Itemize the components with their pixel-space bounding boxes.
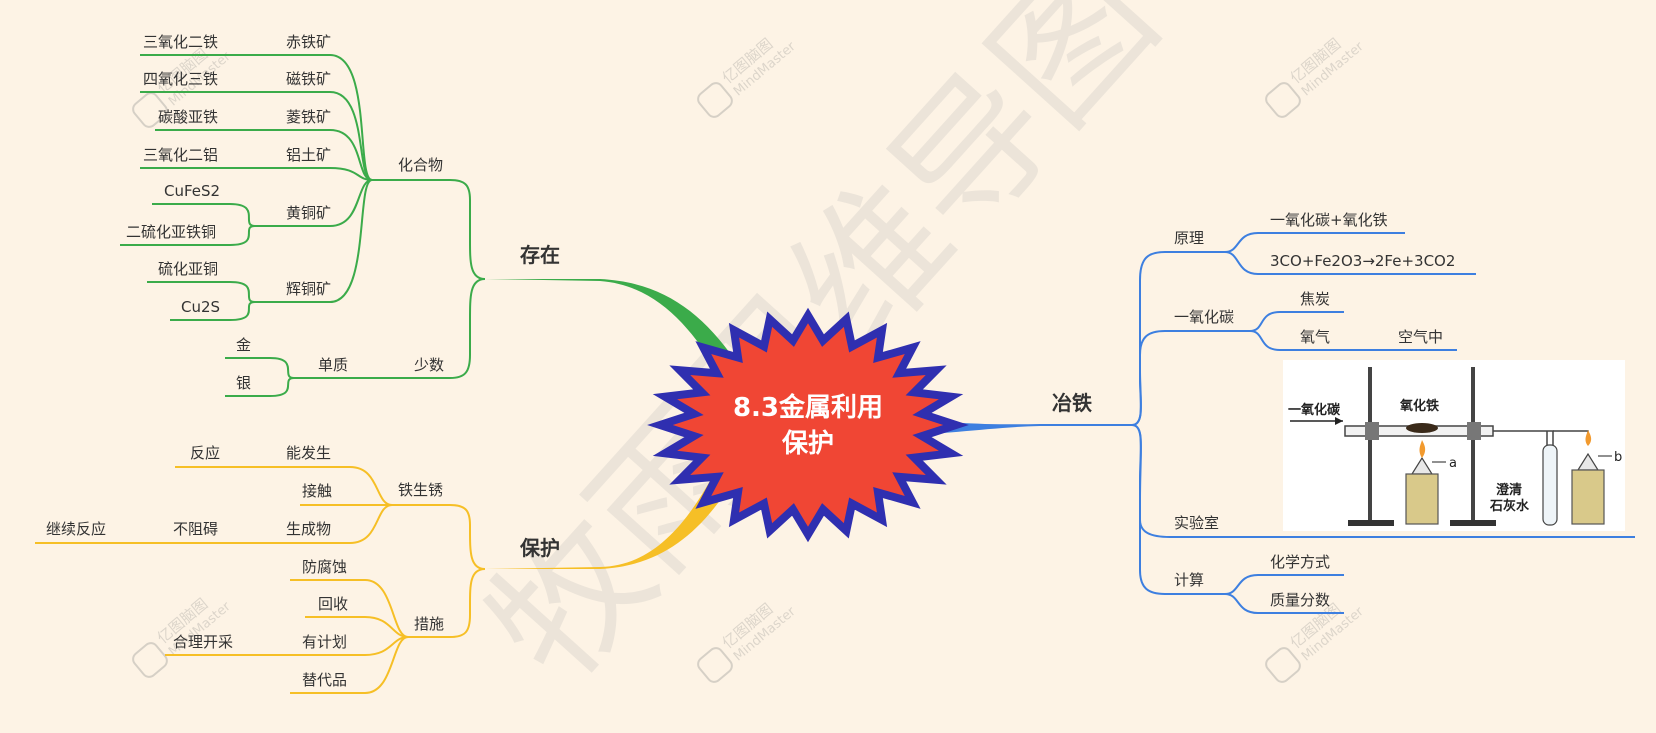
- node-jin: 金: [236, 336, 251, 354]
- lamp-b-body: [1571, 469, 1605, 525]
- node-youjihua: 有计划: [302, 633, 347, 651]
- node-fangfushi: 防腐蚀: [302, 558, 347, 576]
- arrow-in-head-icon: [1335, 417, 1343, 425]
- node-tansuanyatie: 碳酸亚铁: [158, 108, 218, 126]
- node-cunzai: 存在: [520, 243, 560, 267]
- center-title-line1: 8.3金属利用: [733, 392, 883, 423]
- node-yangqi: 氧气: [1300, 328, 1330, 346]
- logo-icon: [1265, 82, 1301, 118]
- center-node[interactable]: 8.3金属利用 保护: [647, 307, 969, 543]
- node-yuanli: 原理: [1174, 229, 1204, 247]
- node-zhiliangfenshu: 质量分数: [1270, 591, 1330, 609]
- watermark-logo-2: 亿图脑图 MindMaster: [697, 35, 799, 118]
- watermark-logo-5: 亿图脑图 MindMaster: [697, 600, 799, 683]
- node-cuoshi: 措施: [414, 615, 444, 633]
- logo-icon: [132, 642, 168, 678]
- node-tidaipin: 替代品: [302, 671, 347, 689]
- node-sanyanghuaertie: 三氧化二铁: [143, 33, 218, 51]
- clamp-left: [1365, 422, 1379, 440]
- node-jisuan: 计算: [1174, 571, 1204, 589]
- node-siyanghuasantie: 四氧化三铁: [143, 70, 218, 88]
- node-chitiekuang: 赤铁矿: [286, 33, 331, 51]
- node-kongqizhong: 空气中: [1398, 328, 1443, 346]
- stand-base-right: [1450, 520, 1496, 526]
- node-huangtongkuang: 黄铜矿: [286, 204, 331, 222]
- image-label-b: b: [1614, 450, 1622, 465]
- node-cu2s: Cu2S: [181, 298, 220, 316]
- lab-apparatus-image: 一氧化碳 氧化铁 a 澄清 石灰水 b: [1283, 360, 1625, 531]
- lamp-a-body: [1405, 473, 1439, 525]
- node-nengfasheng: 能发生: [286, 444, 331, 462]
- clamp-right: [1467, 422, 1481, 440]
- stand-base-left: [1348, 520, 1394, 526]
- center-starburst[interactable]: [647, 307, 969, 543]
- labels-baohu: 保护 铁生锈 能发生 反应 接触 生成物 不阻碍 继续反应 措施 防腐蚀 回收 …: [46, 444, 560, 689]
- node-huaxuefangshi: 化学方式: [1270, 553, 1330, 571]
- node-helikaicai: 合理开采: [173, 633, 233, 651]
- image-label-limewater-2: 石灰水: [1489, 498, 1530, 514]
- logo-icon: [1265, 647, 1301, 683]
- image-label-co-in: 一氧化碳: [1288, 402, 1341, 418]
- stand-rod-left: [1368, 367, 1372, 522]
- node-citiekuang: 磁铁矿: [286, 70, 331, 88]
- node-jiaotan: 焦炭: [1300, 290, 1330, 308]
- image-label-limewater-1: 澄清: [1496, 482, 1522, 498]
- labels-cunzai: 存在 化合物 赤铁矿 三氧化二铁 磁铁矿 四氧化三铁 菱铁矿 碳酸亚铁 铝土矿 …: [126, 33, 560, 392]
- connector-cunzai: [485, 279, 735, 372]
- logo-icon: [697, 647, 733, 683]
- node-erliuhuayatietong: 二硫化亚铁铜: [126, 223, 216, 241]
- iron-oxide-powder: [1406, 423, 1438, 433]
- labels-yetie: 冶铁 原理 一氧化碳+氧化铁 3CO+Fe2O3→2Fe+3CO2 一氧化碳 焦…: [1052, 211, 1455, 609]
- connector-baohu: [485, 466, 735, 569]
- logo-icon: [697, 82, 733, 118]
- image-label-iron-oxide: 氧化铁: [1399, 398, 1439, 414]
- node-tieshengxiu: 铁生锈: [398, 481, 443, 499]
- limewater-test-tube: [1542, 444, 1558, 526]
- node-danzhi: 单质: [318, 356, 348, 374]
- image-label-a: a: [1449, 456, 1457, 471]
- node-huishou: 回收: [318, 595, 348, 613]
- node-shengchengwu: 生成物: [286, 520, 331, 538]
- flame-a-icon: [1419, 440, 1426, 458]
- node-sanyanghuaerlv: 三氧化二铝: [143, 146, 218, 164]
- node-yin: 银: [236, 374, 251, 392]
- node-lingtiekuang: 菱铁矿: [286, 108, 331, 126]
- node-huahewu: 化合物: [398, 156, 443, 174]
- node-shaoshu: 少数: [414, 356, 444, 374]
- watermark-logo-3: 亿图脑图 MindMaster: [1265, 35, 1367, 118]
- flame-b-icon: [1585, 430, 1592, 446]
- logo-icon: [132, 92, 168, 128]
- node-fanying: 反应: [190, 444, 220, 462]
- node-equation: 3CO+Fe2O3→2Fe+3CO2: [1270, 252, 1455, 270]
- node-yetie: 冶铁: [1052, 391, 1092, 415]
- node-yiyanghuatan-yanghuatie: 一氧化碳+氧化铁: [1270, 211, 1388, 229]
- node-huitongkuang: 辉铜矿: [286, 280, 331, 298]
- node-jixufanying: 继续反应: [46, 520, 106, 538]
- node-liuhuayatong: 硫化亚铜: [158, 260, 218, 278]
- stand-rod-right: [1471, 367, 1475, 522]
- node-lvtukuang: 铝土矿: [286, 146, 331, 164]
- image-background: [1283, 360, 1625, 531]
- branch-yetie: [1050, 232, 1635, 614]
- node-shiyanshi: 实验室: [1174, 514, 1219, 532]
- branch-baohu: [35, 466, 486, 694]
- node-baohu: 保护: [519, 536, 560, 560]
- branch-cunzai: [120, 54, 486, 397]
- node-jiechu: 接触: [302, 482, 332, 500]
- node-cufes2: CuFeS2: [164, 182, 220, 200]
- center-title-line2: 保护: [781, 429, 834, 459]
- node-yiyanghuatan: 一氧化碳: [1174, 308, 1234, 326]
- node-buzuai: 不阻碍: [173, 520, 218, 538]
